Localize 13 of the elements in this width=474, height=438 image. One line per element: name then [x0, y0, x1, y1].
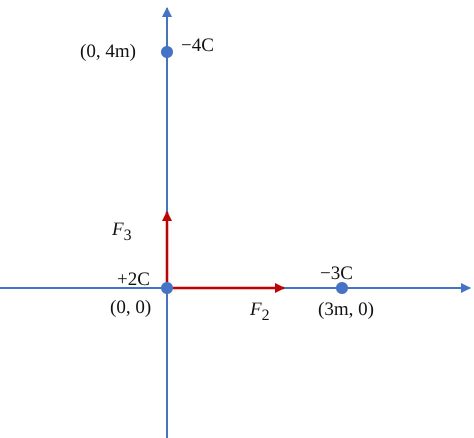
point-label: (3m, 0)	[318, 300, 374, 319]
point-label: −4C	[181, 36, 214, 55]
charge-point	[161, 46, 173, 58]
point-label: (0, 4m)	[80, 42, 136, 61]
point-label: +2C	[117, 270, 150, 289]
force-label: F$_{2}$	[250, 300, 270, 324]
point-label: (0, 0)	[110, 298, 152, 317]
charge-point	[336, 282, 348, 294]
force-arrow	[162, 211, 172, 282]
point-label: −3C	[320, 264, 353, 283]
charge-point	[161, 282, 173, 294]
force-arrow	[173, 283, 285, 293]
force-label: F$_{3}$	[112, 220, 132, 244]
